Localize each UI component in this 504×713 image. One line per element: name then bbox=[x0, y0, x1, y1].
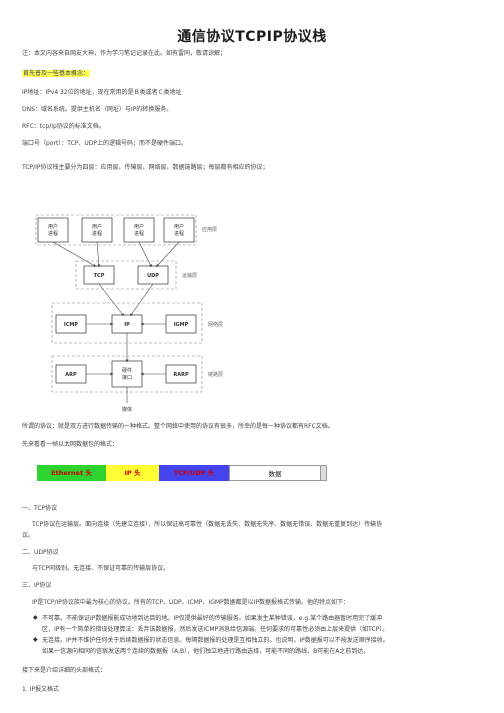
section-tcp-heading: 一、TCP协议 bbox=[22, 505, 58, 512]
section-udp-body: 与TCP同级别。无连接、不保证可靠的传输层协议。 bbox=[32, 565, 170, 572]
network-layer-label: 网络层 bbox=[208, 321, 223, 328]
highlight-text: 首先普及一些基本概念： bbox=[22, 70, 91, 78]
user-process-box-1 bbox=[37, 217, 69, 243]
bullet-dot-1: ◆ bbox=[33, 614, 38, 621]
svg-text:进程: 进程 bbox=[92, 230, 102, 237]
svg-text:进程: 进程 bbox=[174, 230, 184, 237]
note-text: 注：本文内容来自网友大神，作为学习笔记记录在此。如有雷同，敬请谅解； bbox=[22, 50, 227, 57]
user-process-label-2: 用户 bbox=[92, 223, 102, 230]
data-segment: 数据 bbox=[229, 465, 321, 481]
concept-ip: IP地址：IPv4 32位的地址，现在常用的是Ｂ类或者Ｃ类地址 bbox=[22, 89, 182, 96]
tcp-udp-header-segment: TCP/UDP 头 bbox=[159, 465, 229, 481]
user-process-label-1: 用户 bbox=[48, 223, 58, 230]
next-intro: 接下来是介绍详细的头部格式： bbox=[22, 667, 107, 674]
arp-label: ARP bbox=[65, 372, 77, 378]
app-layer-label: 应用层 bbox=[202, 226, 217, 233]
page-title: 通信协议TCPIP协议栈 bbox=[177, 29, 327, 45]
frame-intro: 先来看看一帧以太网数据包的格式： bbox=[22, 441, 119, 448]
icmp-label: ICMP bbox=[64, 322, 79, 328]
section-ip-heading: 三、IP协议 bbox=[22, 582, 52, 589]
hardware-interface-box bbox=[111, 360, 143, 388]
section-tcp-body-2: 议。 bbox=[22, 532, 35, 539]
concept-port: 端口号（port）：TCP、UDP上的逻辑号码；而不是硬件端口。 bbox=[22, 140, 188, 147]
bullet-1-line-1: 不可靠。不能保证IP数据报能成功地到达目的地。IP仅提供最好的传输服务。如果发生… bbox=[42, 615, 383, 622]
bullet-2-line-1: 无连接。IP并不维护任何关于后续数据报的状态信息。每隔数据报的处理是互相独立的。… bbox=[42, 637, 389, 644]
app-layer-box bbox=[35, 214, 197, 246]
tcp-label: TCP bbox=[94, 273, 105, 279]
svg-text:接口: 接口 bbox=[122, 374, 132, 381]
frame-bar-end bbox=[321, 465, 327, 481]
bullet-1-line-2: 区，IP有一个简单的错误处理算法：丢弃该数据报，然后发送ICMP消息给信源端。任… bbox=[42, 626, 389, 633]
igmp-label: IGMP bbox=[174, 322, 189, 328]
protocol-desc: 所谓的协议：就是双方进行数据传输的一种格式。整个网络中使用的协议有很多，所幸的是… bbox=[22, 423, 334, 430]
section-ip-body: IP是TCP/IP协议族中最为核心的协议。所有的TCP、UDP、ICMP、IGM… bbox=[32, 599, 350, 606]
ip-header-segment: IP 头 bbox=[106, 465, 159, 481]
ethernet-frame-bar: Ethernet 头 IP 头 TCP/UDP 头 数据 bbox=[37, 465, 327, 481]
ip-label: IP bbox=[124, 322, 130, 328]
hardware-label-1: 硬件 bbox=[122, 367, 132, 374]
user-process-box-2 bbox=[81, 217, 113, 243]
user-process-box-3 bbox=[123, 217, 155, 243]
transport-layer-box bbox=[75, 260, 177, 290]
transport-layer-label: 运输层 bbox=[182, 272, 197, 279]
section-udp-heading: 二、UDP协议 bbox=[22, 549, 59, 556]
stack-intro: TCP/IP协议栈主要分为四层：应用层、传输层、网络层、数据链路层；每层都有相应… bbox=[22, 164, 269, 171]
udp-label: UDP bbox=[147, 273, 159, 279]
svg-text:进程: 进程 bbox=[48, 230, 58, 237]
subhead-ip-format: 1. IP报文格式 bbox=[22, 686, 60, 693]
rarp-label: RARP bbox=[173, 372, 189, 378]
medium-label: 媒体 bbox=[122, 406, 132, 413]
svg-text:进程: 进程 bbox=[134, 230, 144, 237]
user-process-label-4: 用户 bbox=[174, 223, 184, 230]
link-layer-label: 链路层 bbox=[208, 371, 223, 378]
user-process-box-4 bbox=[163, 217, 195, 243]
highlight-span: 首先普及一些基本概念： bbox=[22, 70, 91, 77]
ethernet-header-segment: Ethernet 头 bbox=[37, 465, 106, 481]
concept-rfc: RFC：tcp/ip协议的标准文档。 bbox=[22, 123, 105, 130]
bullet-2-line-2: 如果一信源向相同的信宿发送两个连续的数据报（A,B），他们独立地进行路由选择，可… bbox=[42, 648, 370, 655]
bullet-dot-2: ◆ bbox=[33, 636, 38, 643]
user-process-label-3: 用户 bbox=[134, 223, 144, 230]
concept-dns: DNS：域名系统。提供主机名（网址）与IP的转换服务。 bbox=[22, 106, 173, 113]
section-tcp-body-1: TCP协议在运输层。面向连接（先建立连接），所以保证高可靠性（数据无丢失、数据无… bbox=[32, 521, 383, 528]
